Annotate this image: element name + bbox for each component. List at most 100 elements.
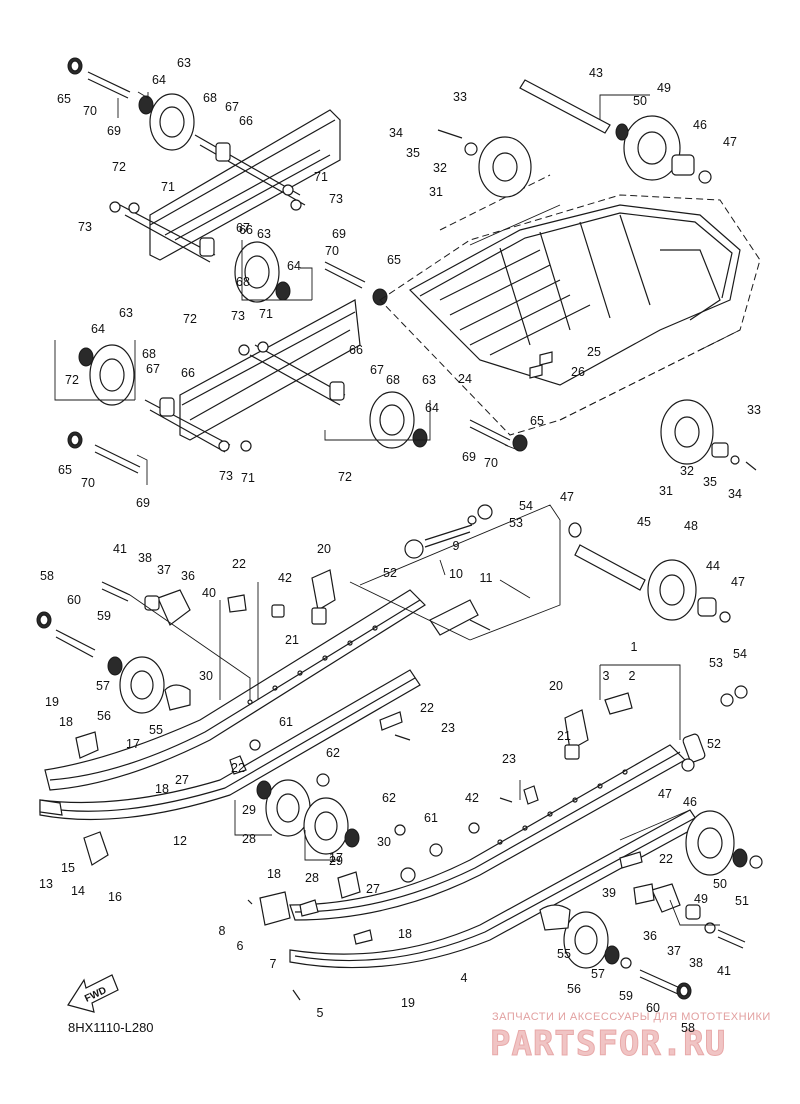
watermark-brand: PARTSFOR.RU — [490, 1024, 726, 1064]
callout-52: 52 — [383, 566, 397, 580]
callout-42: 42 — [465, 791, 479, 805]
callout-29: 29 — [329, 854, 343, 868]
callout-20: 20 — [317, 542, 331, 556]
callout-69: 69 — [332, 227, 346, 241]
callout-72: 72 — [183, 312, 197, 326]
callout-10: 10 — [449, 567, 463, 581]
callout-57: 57 — [96, 679, 110, 693]
callout-4: 4 — [461, 971, 468, 985]
callout-27: 27 — [366, 882, 380, 896]
callout-41: 41 — [717, 964, 731, 978]
callout-42: 42 — [278, 571, 292, 585]
callout-67: 67 — [225, 100, 239, 114]
callout-22: 22 — [659, 852, 673, 866]
callout-14: 14 — [71, 884, 85, 898]
callout-30: 30 — [377, 835, 391, 849]
callout-73: 73 — [231, 309, 245, 323]
diagram-code: 8HX1110-L280 — [68, 1020, 154, 1035]
callout-61: 61 — [279, 715, 293, 729]
callout-48: 48 — [684, 519, 698, 533]
callout-71: 71 — [241, 471, 255, 485]
callout-65: 65 — [57, 92, 71, 106]
callout-36: 36 — [181, 569, 195, 583]
track-assembly — [379, 79, 761, 471]
callout-64: 64 — [287, 259, 301, 273]
callout-68: 68 — [142, 347, 156, 361]
callout-20: 20 — [549, 679, 563, 693]
callout-17: 17 — [329, 851, 343, 865]
callout-55: 55 — [557, 947, 571, 961]
callout-53: 53 — [709, 656, 723, 670]
callout-67: 67 — [146, 362, 160, 376]
right-slide-rail — [247, 664, 763, 1001]
callout-72: 72 — [338, 470, 352, 484]
callout-73: 73 — [329, 192, 343, 206]
callout-6: 6 — [237, 939, 244, 953]
callout-34: 34 — [389, 126, 403, 140]
callout-63: 63 — [177, 56, 191, 70]
callout-52: 52 — [707, 737, 721, 751]
callout-70: 70 — [83, 104, 97, 118]
callout-36: 36 — [643, 929, 657, 943]
callout-70: 70 — [81, 476, 95, 490]
callout-16: 16 — [108, 890, 122, 904]
callout-18: 18 — [59, 715, 73, 729]
callout-47: 47 — [731, 575, 745, 589]
callout-15: 15 — [61, 861, 75, 875]
callout-62: 62 — [382, 791, 396, 805]
callout-60: 60 — [646, 1001, 660, 1015]
callout-65: 65 — [58, 463, 72, 477]
callout-38: 38 — [138, 551, 152, 565]
callout-41: 41 — [113, 542, 127, 556]
center-shaft-assembly — [349, 504, 731, 641]
callout-21: 21 — [557, 729, 571, 743]
callout-66: 66 — [239, 114, 253, 128]
callout-3: 3 — [603, 669, 610, 683]
callout-66: 66 — [239, 223, 253, 237]
callout-22: 22 — [231, 761, 245, 775]
watermark-tagline: ЗАПЧАСТИ И АКСЕССУАРЫ ДЛЯ МОТОТЕХНИКИ — [492, 1011, 771, 1023]
left-slide-rail — [36, 569, 513, 866]
callout-69: 69 — [462, 450, 476, 464]
callout-68: 68 — [386, 373, 400, 387]
callout-35: 35 — [703, 475, 717, 489]
callout-23: 23 — [441, 721, 455, 735]
callout-28: 28 — [242, 832, 256, 846]
callout-7: 7 — [270, 957, 277, 971]
callout-70: 70 — [484, 456, 498, 470]
callout-58: 58 — [40, 569, 54, 583]
callout-40: 40 — [202, 586, 216, 600]
callout-73: 73 — [219, 469, 233, 483]
callout-67: 67 — [370, 363, 384, 377]
callout-19: 19 — [45, 695, 59, 709]
callout-9: 9 — [453, 539, 460, 553]
callout-49: 49 — [694, 892, 708, 906]
callout-31: 31 — [659, 484, 673, 498]
callout-5: 5 — [317, 1006, 324, 1020]
callout-64: 64 — [425, 401, 439, 415]
callout-54: 54 — [733, 647, 747, 661]
fwd-arrow-icon: FWD — [67, 974, 119, 1013]
callout-63: 63 — [257, 227, 271, 241]
callout-32: 32 — [433, 161, 447, 175]
callout-25: 25 — [587, 345, 601, 359]
callout-61: 61 — [424, 811, 438, 825]
callout-49: 49 — [657, 81, 671, 95]
callout-13: 13 — [39, 877, 53, 891]
callout-56: 56 — [567, 982, 581, 996]
callout-37: 37 — [157, 563, 171, 577]
callout-12: 12 — [173, 834, 187, 848]
callout-17: 17 — [126, 737, 140, 751]
callout-65: 65 — [530, 414, 544, 428]
callout-72: 72 — [65, 373, 79, 387]
callout-30: 30 — [199, 669, 213, 683]
callout-18: 18 — [267, 867, 281, 881]
callout-11: 11 — [480, 571, 493, 585]
callout-69: 69 — [136, 496, 150, 510]
callout-59: 59 — [619, 989, 633, 1003]
callout-38: 38 — [689, 956, 703, 970]
callout-73: 73 — [78, 220, 92, 234]
callout-47: 47 — [658, 787, 672, 801]
callout-66: 66 — [349, 343, 363, 357]
